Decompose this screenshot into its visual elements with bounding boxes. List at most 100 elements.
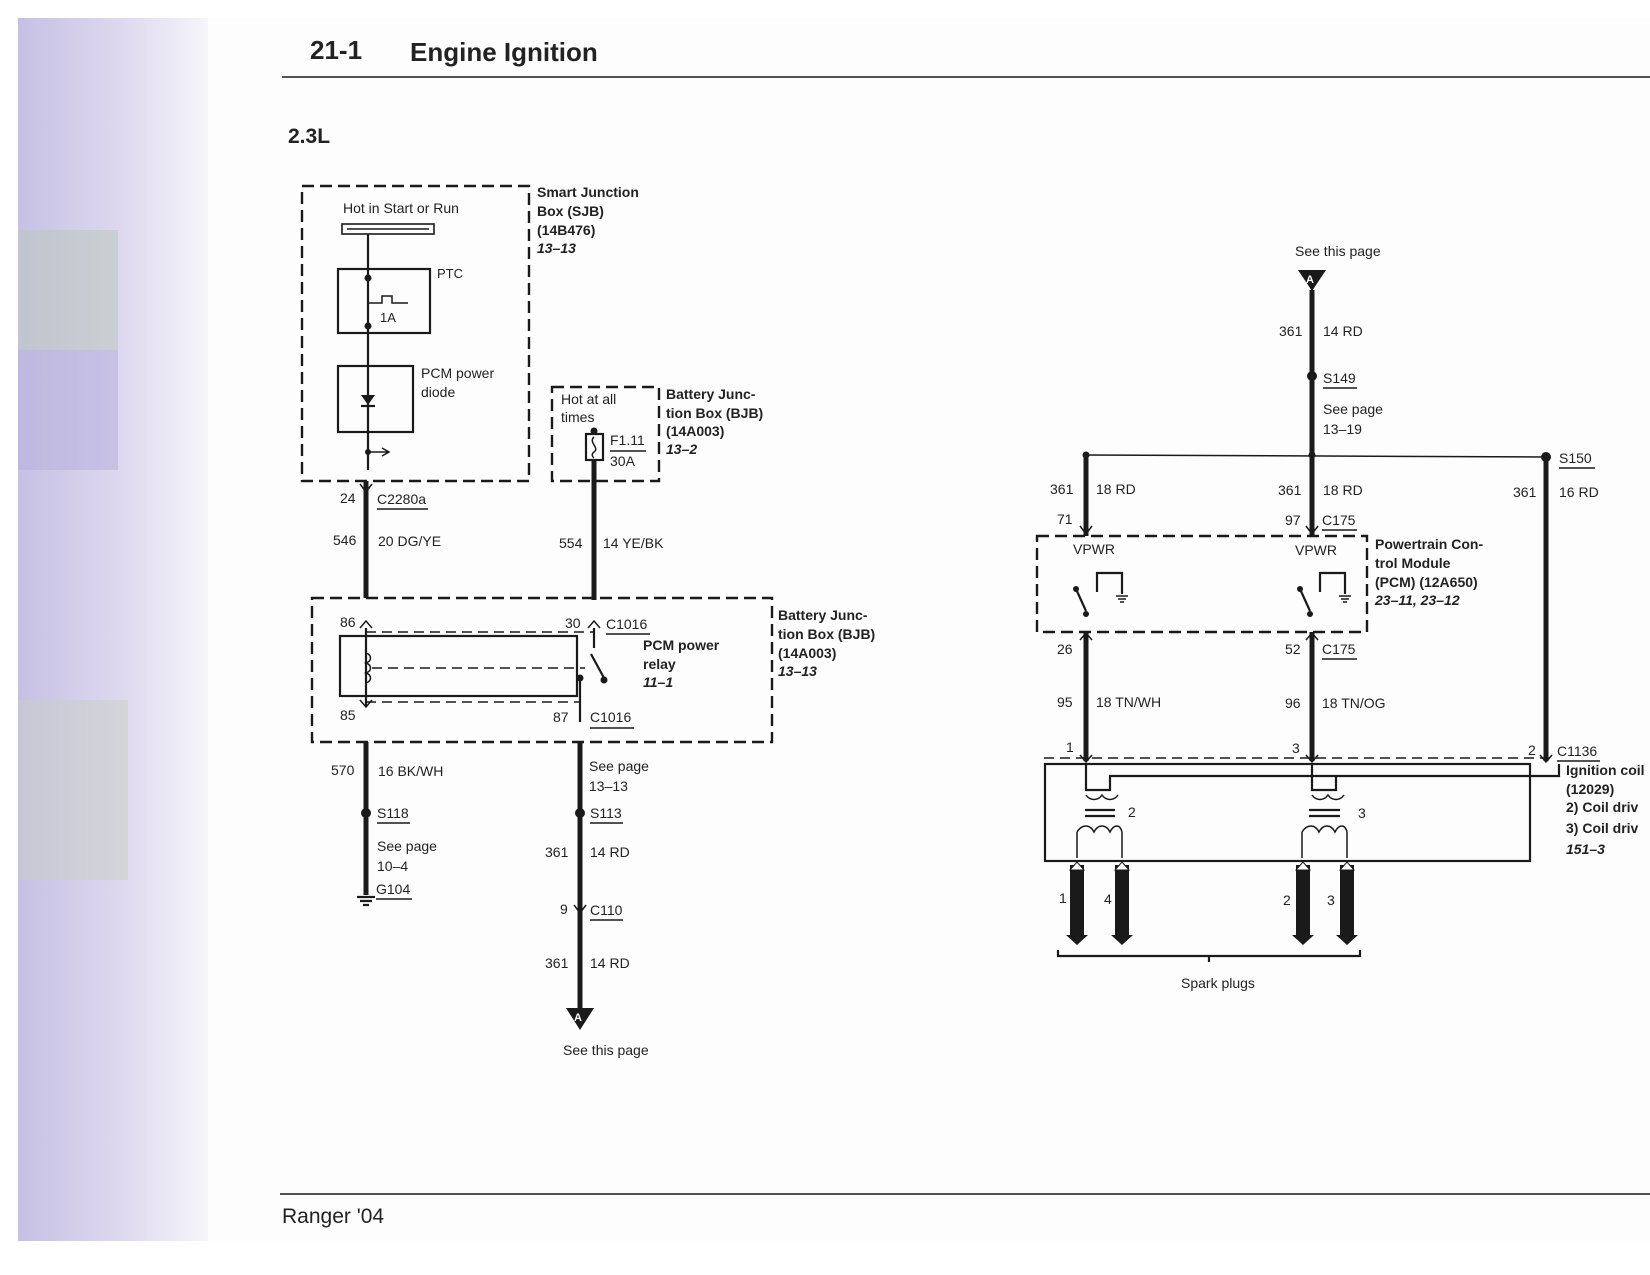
ignition-coil: 1 3 2 C1136 2 3 Ignition coil (12029) 2)… [1043,739,1645,863]
pin-97: 97 [1285,512,1301,528]
spark-plug-bracket [1056,950,1362,962]
fuse-id: F1.11 [610,432,645,448]
splice-s149-label: S149 [1323,370,1356,386]
section-number: 21-1 [310,35,362,65]
relay-pin-85: 85 [340,707,356,723]
smart-junction-box: Hot in Start or Run PTC 1A PCM power dio… [300,184,639,483]
coil-pin-2: 2 [1528,742,1536,758]
bjb-hot-label-1: Hot at all [561,391,616,407]
coil-left-number: 2 [1128,804,1136,820]
spark-plugs-label: Spark plugs [1181,975,1255,991]
pin-26: 26 [1057,641,1073,657]
wire-570-circuit: 570 [331,762,355,778]
spark-plug-4: 4 [1104,891,1112,907]
sjb-part-number: (14B476) [537,222,595,238]
relay-coil [363,652,372,684]
coil-part: (12029) [1566,781,1614,797]
relay-contact [590,653,605,679]
relay-box-part: (14A003) [778,645,836,661]
pcm-name-1: Powertrain Con- [1375,536,1483,552]
sjb-fuse-rating: 1A [380,310,396,325]
pcm-page-ref: 23–11, 23–12 [1374,592,1460,608]
engine-variant: 2.3L [288,125,330,148]
diode-label-2: diode [421,384,455,400]
wire-361-m-circuit: 361 [1278,482,1302,498]
relay-connector-top: C1016 [606,616,647,632]
power-bus-bar [341,223,435,235]
spark-plug-1: 1 [1059,890,1067,906]
coil-secondary-right [1301,825,1348,834]
wire-361a-circuit: 361 [545,844,569,860]
coil-pin-3: 3 [1292,740,1300,756]
connector-c110: C110 [590,902,623,918]
bjb-hot-label-2: times [561,409,594,425]
bjb-fuse-page-ref: 13–2 [666,441,697,457]
coil-primary-left [1085,793,1119,801]
wire-95-circuit: 95 [1057,694,1073,710]
splice-s113-label: S113 [590,805,622,821]
pin-9: 9 [560,901,568,917]
wire-546-circuit: 546 [333,532,357,548]
fuse-amperage: 30A [610,453,636,469]
battery-junction-box-fuse: Hot at all times F1.11 30A Battery Junc-… [550,385,763,483]
ground-symbol [357,895,375,907]
relay-pin-86: 86 [340,614,356,630]
wire-361-m-color: 18 RD [1323,482,1363,498]
wire-554-color: 14 YE/BK [603,535,664,551]
pin-52: 52 [1285,641,1301,657]
splice-see-page-2: 13–13 [589,778,628,794]
footer-model: Ranger '04 [282,1205,384,1228]
coil-primary-right [1311,793,1345,801]
wire-361-r-color: 16 RD [1559,484,1599,500]
splice-see-page-1: See page [589,758,649,774]
right-see-page-2: 13–19 [1323,421,1362,437]
sjb-name-1: Smart Junction [537,184,639,200]
coil-item-2: 2) Coil driv [1566,799,1639,815]
spark-plug-3: 3 [1327,892,1335,908]
splice-s150-label: S150 [1559,450,1592,466]
offpage-connector-a-bottom: A [566,1008,594,1030]
wire-361-l-circuit: 361 [1050,481,1074,497]
wire-361-top-color: 14 RD [1323,323,1363,339]
pcm-name-2: trol Module [1375,555,1451,571]
pcm-vpwr-right: VPWR [1295,542,1337,558]
splice-s149 [1307,371,1317,381]
diode-symbol [361,395,375,405]
relay-name-2: relay [643,656,676,672]
pcm-switch-left [1095,571,1124,594]
sjb-page-ref: 13–13 [537,240,576,256]
wire-361b-color: 14 RD [590,955,630,971]
wire-96-color: 18 TN/OG [1322,695,1386,711]
sjb-name-2: Box (SJB) [537,203,604,219]
splice-s118 [361,808,371,818]
splice-bus-line [1085,454,1547,458]
bjb-fuse-name-2: tion Box (BJB) [666,405,763,421]
pcm-power-relay: 86 30 C1016 85 87 C1016 PCM power relay … [310,596,875,744]
wire-96-circuit: 96 [1285,695,1301,711]
relay-box-page-ref: 13–13 [778,663,817,679]
coil-right-number: 3 [1358,805,1366,821]
relay-name-1: PCM power [643,637,720,653]
coil-item-3: 3) Coil driv [1566,820,1639,836]
coil-secondary-left [1076,825,1123,834]
diode-box [336,364,415,434]
wire-554-circuit: 554 [559,535,583,551]
pcm-name-3: (PCM) (12A650) [1375,574,1478,590]
ptc-label: PTC [437,266,463,281]
bjb-fuse-name-1: Battery Junc- [666,386,756,402]
relay-connector-bottom: C1016 [590,709,631,725]
spark-plug-2: 2 [1283,892,1291,908]
sjb-hot-label: Hot in Start or Run [343,200,459,216]
relay-pin-30: 30 [565,615,581,631]
pin-71: 71 [1057,511,1073,527]
wire-361b-circuit: 361 [545,955,569,971]
right-see-page-1: See page [1323,401,1383,417]
pcm-vpwr-left: VPWR [1073,541,1115,557]
powertrain-control-module: VPWR VPWR Powertrain Con- trol Module (P… [1035,534,1483,634]
section-title: Engine Ignition [410,37,598,67]
diode-label-1: PCM power [421,365,494,381]
relay-page-ref: 11–1 [643,674,673,690]
offpage-top-label: See this page [1295,243,1381,259]
relay-box-name-2: tion Box (BJB) [778,626,875,642]
